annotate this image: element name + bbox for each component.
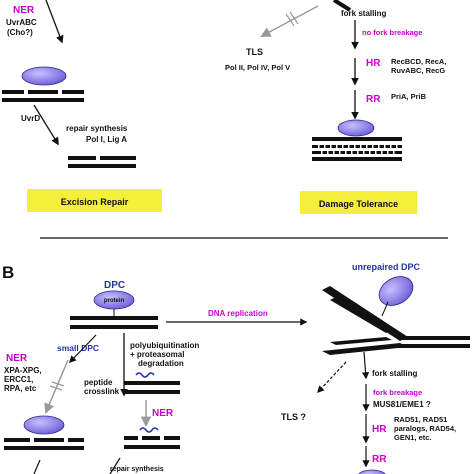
small-dpc-arrow-hash [49,381,65,391]
dpc-label: DPC [104,280,125,291]
rr-label-b: RR [372,454,387,465]
protein-ellipse-a2 [337,119,375,137]
tls-arrow-hash [285,11,299,27]
uvrd-label: UvrD [21,114,40,123]
hr-b-line3: GEN1, etc. [394,433,432,442]
repair-synthesis-label: repair synthesis [66,124,128,133]
unrepaired-dpc-label: unrepaired DPC [352,262,421,272]
arrow-to-incision [45,0,64,44]
tls-label-b: TLS ? [281,412,306,422]
replicated-dna-product [312,137,402,161]
excision-repair-title: Excision Repair [61,197,129,207]
panel-b-label: B [2,263,14,282]
fork-fragment [332,0,352,12]
fork-breakage-label: fork breakage [373,388,422,397]
peptide-squiggle-2 [139,427,159,433]
arrow-fork-stall-b [361,351,370,380]
dna-duplex-ner-b [4,438,84,450]
dna-duplex-peptide [124,381,180,394]
dna-duplex-incised [2,90,84,102]
peptide-line1: peptide [84,378,113,387]
replication-fork [322,286,470,355]
protein-text: protein [104,298,125,304]
hr-b-line2: paralogs, RAD54, [394,424,456,433]
hr-proteins-line2: RuvABC, RecG [391,66,445,75]
damage-tolerance-box [300,191,417,214]
damage-tolerance-title: Damage Tolerance [319,199,398,209]
tls-label-a: TLS [246,47,263,57]
peptide-squiggle [135,372,155,378]
ner2-label: NER [152,408,174,419]
fork-stalling-label-b: fork stalling [372,369,417,378]
small-dpc-gray-arrow [44,359,69,414]
peptide-line2: crosslink [84,387,120,396]
rr-label-a: RR [366,94,381,105]
arrow-to-repair [33,104,59,146]
protein-ellipse [21,66,67,86]
ner-label-b: NER [6,353,28,364]
panel-a-damage-tolerance: fork stalling no fork breakage TLS Pol I… [225,0,446,214]
small-dpc-label: small DPC [57,343,99,353]
ner-proteins-line1: XPA-XPG, [4,366,42,375]
poly-line1: polyubiquitination [130,341,199,350]
unrepaired-dpc-stem [381,301,389,317]
hr-proteins-line1: RecBCD, RecA, [391,57,446,66]
tls-dashed-arrow [317,361,347,394]
cho-label: (Cho?) [7,28,33,37]
uvrabc-label: UvrABC [6,18,37,27]
pol-lig-label: Pol I, Lig A [86,135,127,144]
panel-a-excision-repair: NER UvrABC (Cho?) UvrD repair synthesis … [2,0,162,212]
rr-protein-b [358,469,386,474]
fork-stalling-label-a: fork stalling [341,9,386,18]
arrow-stub-left [33,459,41,474]
hr-b-line1: RAD51, RAD51 [394,415,447,424]
tls-pols-label: Pol II, Pol IV, Pol V [225,63,290,72]
dna-duplex-repaired [68,156,136,168]
dna-replication-label: DNA replication [208,309,268,318]
arrow-to-small-dpc [69,334,97,364]
hr-label-a: HR [366,58,381,69]
poly-line2: + proteasomal [130,350,184,359]
no-fork-breakage-label: no fork breakage [362,28,422,37]
rr-proteins: PriA, PriB [391,92,427,101]
unrepaired-dpc-protein [378,276,414,306]
ner-proteins-line3: RPA, etc [4,384,37,393]
dna-duplex-dpc [70,316,158,329]
repair-synthesis-label-b: repair synthesis [110,466,164,473]
dna-duplex-ner2 [124,436,180,449]
ner-label: NER [13,5,35,16]
panel-b: B DPC protein DNA replication small DPC … [2,262,470,474]
mus81-label: MUS81/EME1 ? [373,400,431,409]
ner-protein-b [23,415,65,435]
hr-label-b: HR [372,424,387,435]
poly-line3: degradation [138,359,184,368]
ner-proteins-line2: ERCC1, [4,375,33,384]
arrow-stub-mid [109,457,121,474]
excision-repair-box [27,189,162,212]
